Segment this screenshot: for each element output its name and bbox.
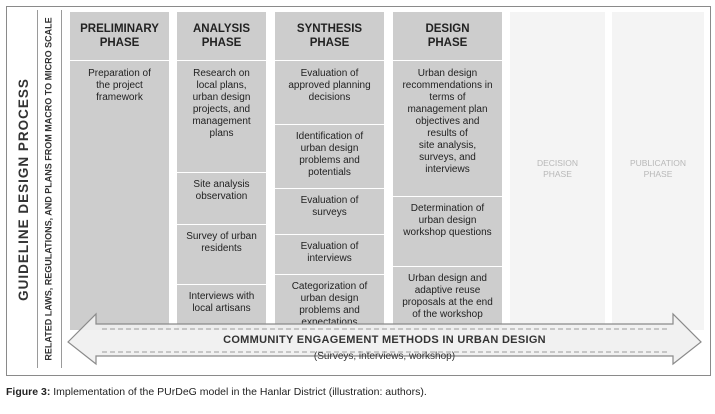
phase-title: PRELIMINARY PHASE [70,12,169,61]
phase-column-preliminary: PRELIMINARY PHASE Preparation of the pro… [70,12,169,330]
phase-column-decision: DECISION PHASE [510,12,605,330]
caption-text: Implementation of the PUrDeG model in th… [50,386,427,398]
phase-step: Urban design and adaptive reuse proposal… [393,266,502,330]
phase-step: Identification of urban design problems … [275,124,384,188]
ghost-phase-label: PUBLICATION PHASE [629,158,687,179]
phase-step: Survey of urban residents [177,224,266,284]
phase-step: Interviews with local artisans [177,284,266,330]
phase-title: ANALYSIS PHASE [177,12,266,61]
phase-step: Preparation of the project framework [88,68,151,103]
phase-step: Evaluation of surveys [275,188,384,234]
side-title: GUIDELINE DESIGN PROCESS [12,12,34,366]
ghost-phase-label: DECISION PHASE [536,158,579,179]
phase-step: Evaluation of interviews [275,234,384,274]
side-subtitle: RELATED LAWS, REGULATIONS, AND PLANS FRO… [40,12,58,366]
caption-label: Figure 3: [6,386,51,398]
phase-title: SYNTHESIS PHASE [275,12,384,61]
side-divider [37,10,38,368]
phase-step: Urban design recommendations in terms of… [402,68,493,175]
phase-column-analysis: ANALYSIS PHASE Research on local plans, … [177,12,266,330]
phase-title: DESIGN PHASE [393,12,502,61]
phase-step: Research on local plans, urban design pr… [192,68,251,139]
phase-step: Site analysis observation [177,172,266,224]
phase-step: Evaluation of approved planning decision… [288,68,371,103]
phase-step: Determination of urban design workshop q… [393,196,502,266]
side-divider-2 [61,10,62,368]
engagement-subtitle: (Surveys, interviews, workshop) [313,351,456,362]
engagement-title: COMMUNITY ENGAGEMENT METHODS IN URBAN DE… [223,334,546,346]
side-title-text: GUIDELINE DESIGN PROCESS [15,77,31,301]
phase-step: Categorization of urban design problems … [275,274,384,330]
phase-column-design: DESIGN PHASE Urban design recommendation… [393,12,502,330]
engagement-arrow [67,312,702,366]
figure-caption: Figure 3: Implementation of the PUrDeG m… [6,386,709,398]
phase-column-synthesis: SYNTHESIS PHASE Evaluation of approved p… [275,12,384,330]
phase-column-publication: PUBLICATION PHASE [612,12,704,330]
side-subtitle-text: RELATED LAWS, REGULATIONS, AND PLANS FRO… [44,17,55,361]
